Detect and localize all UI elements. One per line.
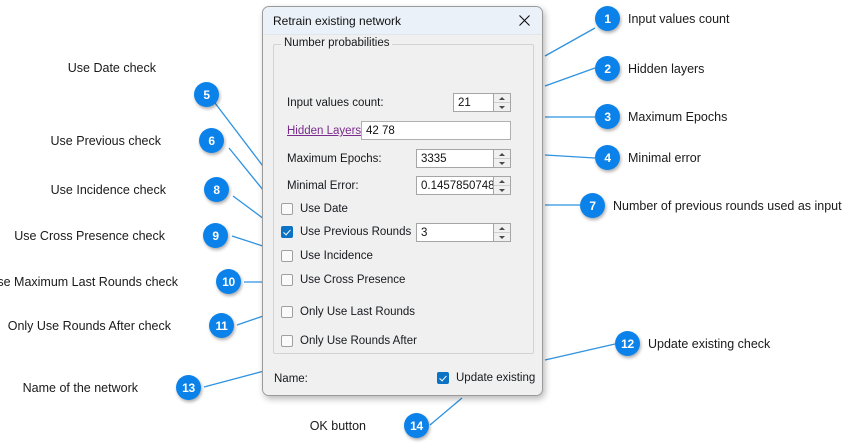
close-icon[interactable] <box>506 7 542 33</box>
maximum-epochs-spinner[interactable]: 3335 <box>416 149 511 168</box>
use-date-label: Use Date <box>300 203 348 215</box>
annotation-badge-10[interactable]: 10 <box>216 269 241 294</box>
annotation-badge-7[interactable]: 7 <box>580 193 605 218</box>
spin-up-icon[interactable] <box>494 224 510 233</box>
annotation-label-2: Hidden layers <box>628 62 705 76</box>
previous-rounds-count-value[interactable]: 3 <box>421 227 428 239</box>
leader-line-14 <box>429 397 463 426</box>
annotation-badge-1[interactable]: 1 <box>595 6 620 31</box>
annotation-label-9: Use Cross Presence check <box>14 229 165 243</box>
annotation-label-1: Input values count <box>628 12 730 26</box>
maximum-epochs-label: Maximum Epochs: <box>287 153 382 165</box>
hidden-layers-input[interactable]: 42 78 <box>361 121 511 140</box>
annotation-label-14: OK button <box>309 419 366 433</box>
name-label: Name: <box>274 373 308 385</box>
spin-down-icon[interactable] <box>494 186 510 194</box>
cancel-button[interactable]: Cancel <box>463 395 534 396</box>
annotation-label-4: Minimal error <box>628 151 701 165</box>
minimal-error-value[interactable]: 0.1457850748 <box>421 180 493 192</box>
use-previous-rounds-check[interactable]: Use Previous Rounds <box>281 226 411 238</box>
leader-line-2 <box>544 67 596 87</box>
annotation-badge-13[interactable]: 13 <box>176 375 201 400</box>
annotation-badge-9[interactable]: 9 <box>203 223 228 248</box>
annotation-badge-8[interactable]: 8 <box>204 177 229 202</box>
maximum-epochs-spin-buttons[interactable] <box>493 150 510 167</box>
input-values-count-value[interactable]: 21 <box>458 97 471 109</box>
use-cross-presence-label: Use Cross Presence <box>300 274 406 286</box>
checkbox-icon[interactable] <box>281 335 293 347</box>
annotation-label-6: Use Previous check <box>50 134 161 148</box>
input-values-count-spinner[interactable]: 21 <box>453 93 511 112</box>
retrain-network-dialog: Retrain existing network Number probabil… <box>262 6 543 396</box>
annotation-badge-6[interactable]: 6 <box>199 128 224 153</box>
checkbox-icon[interactable] <box>281 203 293 215</box>
annotation-label-12: Update existing check <box>648 337 771 351</box>
ok-button[interactable]: OK <box>379 395 456 396</box>
leader-line-1 <box>544 27 596 57</box>
spin-up-icon[interactable] <box>494 94 510 103</box>
spin-down-icon[interactable] <box>494 103 510 111</box>
update-existing-check[interactable]: Update existing <box>437 372 535 384</box>
use-incidence-label: Use Incidence <box>300 250 373 262</box>
checkbox-icon[interactable] <box>281 306 293 318</box>
annotation-badge-14[interactable]: 14 <box>404 413 429 438</box>
minimal-error-spin-buttons[interactable] <box>493 177 510 194</box>
annotation-label-10: Use Maximum Last Rounds check <box>0 275 178 289</box>
dialog-title: Retrain existing network <box>273 13 402 28</box>
use-cross-presence-check[interactable]: Use Cross Presence <box>281 274 405 286</box>
checkbox-checked-icon[interactable] <box>437 372 449 384</box>
use-date-check[interactable]: Use Date <box>281 203 348 215</box>
update-existing-label: Update existing <box>456 372 536 384</box>
only-use-last-rounds-label: Only Use Last Rounds <box>300 306 416 318</box>
input-values-count-label: Input values count: <box>287 97 384 109</box>
previous-rounds-count-spinner[interactable]: 3 <box>416 223 511 242</box>
annotation-label-8: Use Incidence check <box>50 183 166 197</box>
minimal-error-label: Minimal Error: <box>287 180 359 192</box>
only-use-rounds-after-label: Only Use Rounds After <box>300 335 417 347</box>
spin-up-icon[interactable] <box>494 150 510 159</box>
checkbox-checked-icon[interactable] <box>281 226 293 238</box>
previous-rounds-spin-buttons[interactable] <box>493 224 510 241</box>
annotation-label-11: Only Use Rounds After check <box>7 319 171 333</box>
checkbox-icon[interactable] <box>281 274 293 286</box>
group-title: Number probabilities <box>281 37 393 49</box>
only-use-rounds-after-check[interactable]: Only Use Rounds After <box>281 335 417 347</box>
annotation-label-3: Maximum Epochs <box>628 110 728 124</box>
annotation-label-13: Name of the network <box>22 381 138 395</box>
use-incidence-check[interactable]: Use Incidence <box>281 250 373 262</box>
only-use-last-rounds-check[interactable]: Only Use Last Rounds <box>281 306 415 318</box>
use-previous-rounds-label: Use Previous Rounds <box>300 226 412 238</box>
annotation-badge-5[interactable]: 5 <box>194 82 219 107</box>
annotation-badge-11[interactable]: 11 <box>209 313 234 338</box>
leader-line-4 <box>544 154 596 159</box>
hidden-layers-link[interactable]: Hidden Layers: <box>287 125 365 137</box>
network-name-input[interactable]: all 3p <box>274 395 369 396</box>
annotation-label-7: Number of previous rounds used as input <box>613 199 842 213</box>
annotation-label-5: Use Date check <box>67 61 156 75</box>
minimal-error-spinner[interactable]: 0.1457850748 <box>416 176 511 195</box>
checkbox-icon[interactable] <box>281 250 293 262</box>
annotation-badge-4[interactable]: 4 <box>595 145 620 170</box>
maximum-epochs-value[interactable]: 3335 <box>421 153 447 165</box>
spin-down-icon[interactable] <box>494 159 510 167</box>
leader-line-12 <box>544 343 616 361</box>
spin-down-icon[interactable] <box>494 233 510 241</box>
dialog-titlebar[interactable]: Retrain existing network <box>263 7 542 35</box>
dialog-body: Number probabilities Input values count:… <box>263 35 542 396</box>
annotation-badge-2[interactable]: 2 <box>595 56 620 81</box>
annotation-badge-12[interactable]: 12 <box>615 331 640 356</box>
number-probabilities-group <box>273 44 534 354</box>
leader-line-13 <box>203 369 269 388</box>
annotation-badge-3[interactable]: 3 <box>595 104 620 129</box>
input-values-count-spin-buttons[interactable] <box>493 94 510 111</box>
spin-up-icon[interactable] <box>494 177 510 186</box>
